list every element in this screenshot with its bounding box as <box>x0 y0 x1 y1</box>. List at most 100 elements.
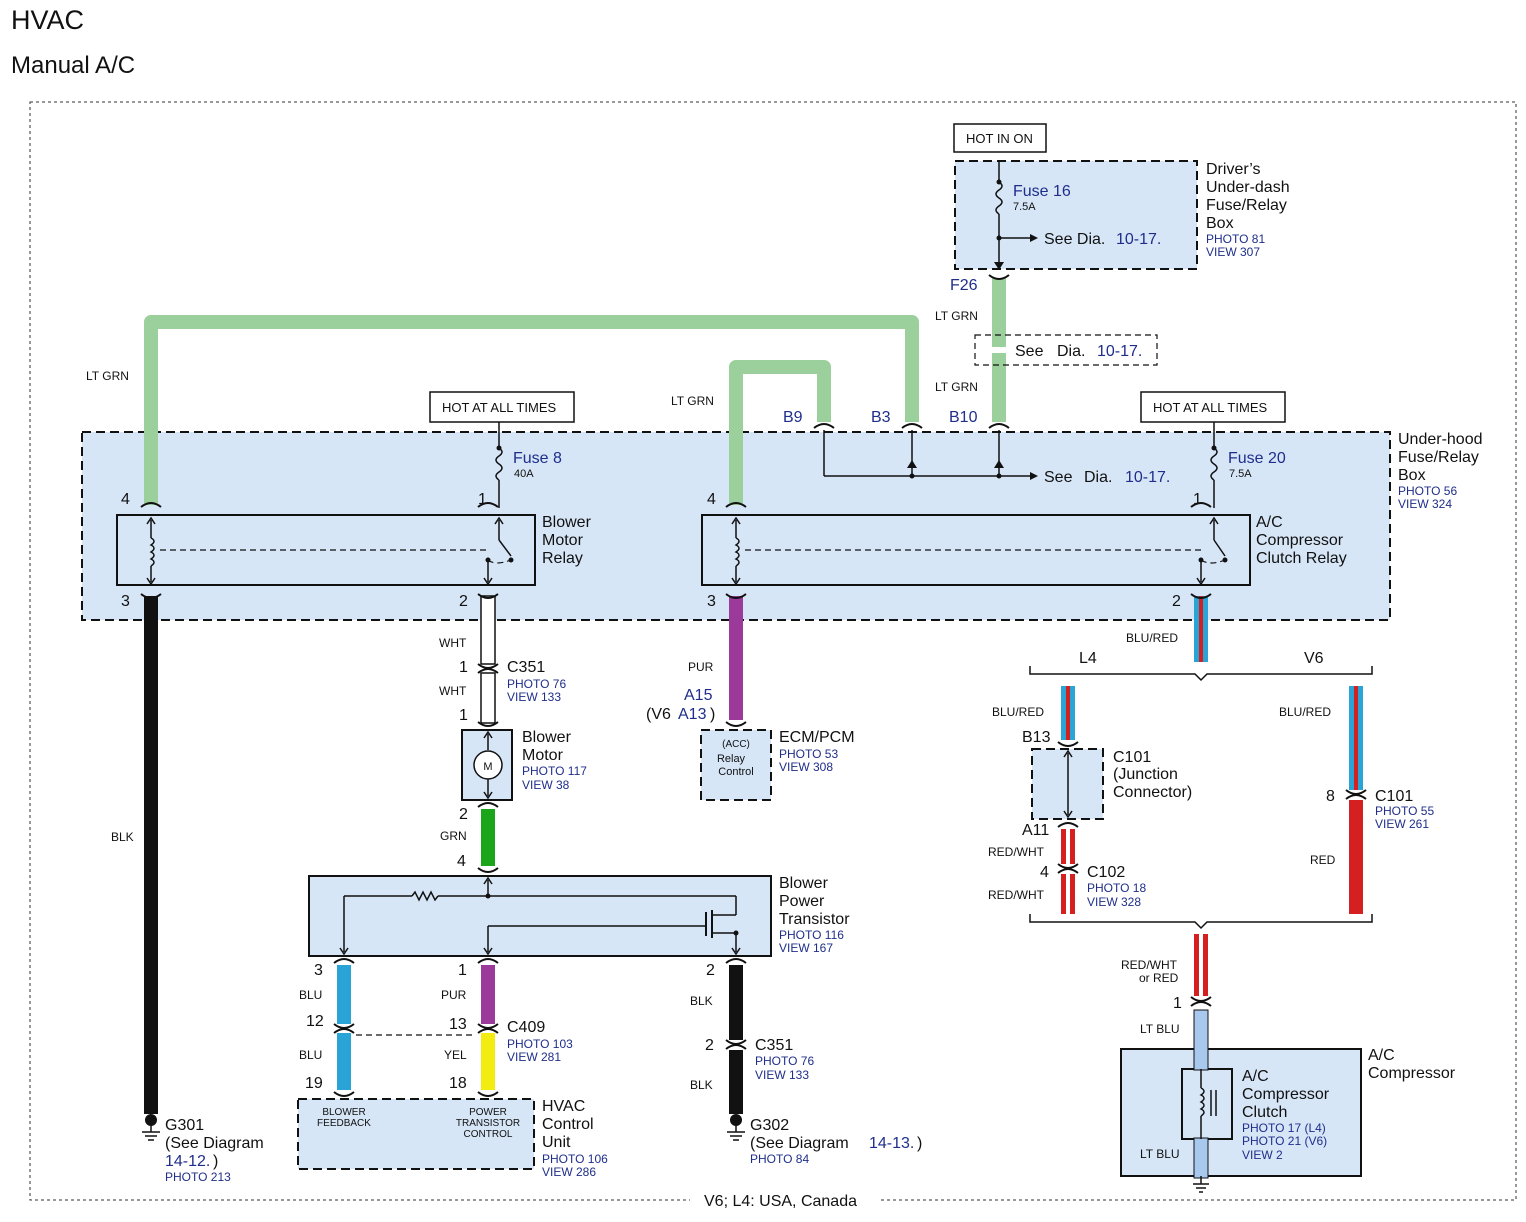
hot-at-all-times-label: HOT AT ALL TIMES <box>442 400 556 415</box>
blower-relay-coil <box>146 516 514 586</box>
variant-bracket <box>1029 914 1373 930</box>
svg-text:PUR: PUR <box>441 988 467 1002</box>
svg-text:GRN: GRN <box>440 829 467 843</box>
svg-text:PHOTO 55: PHOTO 55 <box>1375 804 1434 818</box>
svg-text:2: 2 <box>706 962 715 979</box>
svg-text:Control: Control <box>718 766 753 778</box>
svg-text:BLOWER: BLOWER <box>322 1107 365 1118</box>
svg-text:HVAC: HVAC <box>542 1098 585 1115</box>
see-dia-link[interactable]: 10-17. <box>1116 231 1161 248</box>
see-diagram-link[interactable]: 14-13. <box>869 1135 914 1152</box>
ac-compressor-clutch <box>1181 1068 1233 1140</box>
svg-text:A11: A11 <box>1022 822 1049 839</box>
svg-text:TRANSISTOR: TRANSISTOR <box>456 1118 520 1129</box>
svg-text:WHT: WHT <box>439 636 467 650</box>
svg-text:BLK: BLK <box>690 994 713 1008</box>
see-dia-link[interactable]: 10-17. <box>1125 469 1170 486</box>
variant-bracket <box>1029 666 1373 682</box>
svg-text:PHOTO 18: PHOTO 18 <box>1087 881 1146 895</box>
see-diagram-link[interactable]: 14-12. <box>165 1153 210 1170</box>
svg-text:VIEW 167: VIEW 167 <box>779 941 833 955</box>
ac-relay-coil <box>731 516 1228 586</box>
svg-text:19: 19 <box>305 1075 323 1092</box>
see-dia-link[interactable]: 10-17. <box>1097 343 1142 360</box>
svg-text:See Dia.: See Dia. <box>1044 231 1105 248</box>
c351-connector-label: C351 <box>507 659 545 676</box>
svg-text:1: 1 <box>1173 995 1182 1012</box>
svg-text:LT GRN: LT GRN <box>935 309 978 323</box>
svg-text:13: 13 <box>449 1016 467 1033</box>
transistor-circuit <box>339 876 741 956</box>
b-terminal-bus <box>823 430 1038 480</box>
svg-text:RED: RED <box>1310 853 1336 867</box>
svg-text:4: 4 <box>121 491 130 508</box>
svg-text:3: 3 <box>121 593 130 610</box>
svg-text:Compressor: Compressor <box>1242 1086 1330 1103</box>
wire-blu-red <box>1061 596 1363 790</box>
svg-text:Box: Box <box>1206 215 1234 232</box>
page-title: HVAC <box>11 5 84 35</box>
motor-symbol <box>473 730 503 800</box>
svg-text:1: 1 <box>458 962 467 979</box>
svg-text:VIEW 38: VIEW 38 <box>522 778 570 792</box>
svg-text:Connector): Connector) <box>1113 784 1192 801</box>
wire-lt-grn-loop <box>144 315 919 505</box>
ground-icon <box>727 1114 745 1141</box>
svg-text:Fuse/Relay: Fuse/Relay <box>1398 449 1479 466</box>
svg-text:VIEW 328: VIEW 328 <box>1087 895 1141 909</box>
hot-at-all-times-label: HOT AT ALL TIMES <box>1153 400 1267 415</box>
wire-wht <box>480 595 496 665</box>
svg-text:Under-hood: Under-hood <box>1398 431 1483 448</box>
svg-text:Under-dash: Under-dash <box>1206 179 1290 196</box>
svg-text:PHOTO 81: PHOTO 81 <box>1206 232 1265 246</box>
c101-connector-label: C101 <box>1375 788 1413 805</box>
f26-pin: F26 <box>950 277 978 294</box>
ground-icon <box>142 1114 160 1141</box>
svg-text:VIEW 133: VIEW 133 <box>755 1068 809 1082</box>
clutch-coil <box>1199 1069 1217 1139</box>
svg-text:A/C: A/C <box>1368 1047 1395 1064</box>
svg-text:1: 1 <box>478 491 487 508</box>
svg-text:VIEW 2: VIEW 2 <box>1242 1148 1283 1162</box>
svg-text:Unit: Unit <box>542 1134 571 1151</box>
svg-text:PHOTO 56: PHOTO 56 <box>1398 484 1457 498</box>
svg-text:Motor: Motor <box>522 747 564 764</box>
svg-text:2: 2 <box>1172 593 1181 610</box>
svg-text:Dia.: Dia. <box>1057 343 1085 360</box>
svg-text:or RED: or RED <box>1139 971 1179 985</box>
svg-text:WHT: WHT <box>439 684 467 698</box>
svg-text:3: 3 <box>314 962 323 979</box>
c102-connector-label: C102 <box>1087 864 1125 881</box>
fuse-8-label: Fuse 8 <box>513 450 562 467</box>
wire-red-wht <box>1061 829 1208 996</box>
svg-text:Driver’s: Driver’s <box>1206 161 1261 178</box>
svg-text:PHOTO 76: PHOTO 76 <box>755 1054 814 1068</box>
svg-text:2: 2 <box>459 593 468 610</box>
blower-power-transistor <box>308 875 772 957</box>
svg-text:7.5A: 7.5A <box>1013 201 1036 213</box>
svg-text:2: 2 <box>705 1037 714 1054</box>
svg-text:A15: A15 <box>684 687 713 704</box>
svg-text:4: 4 <box>457 853 466 870</box>
svg-text:PHOTO 117: PHOTO 117 <box>522 764 587 778</box>
svg-text:1: 1 <box>459 707 468 724</box>
fuse-8 <box>495 422 503 508</box>
svg-text:BLU/RED: BLU/RED <box>992 705 1044 719</box>
svg-text:CONTROL: CONTROL <box>464 1129 513 1140</box>
ecm-pcm-label: ECM/PCM <box>779 729 855 746</box>
svg-text:): ) <box>917 1135 922 1152</box>
svg-text:Relay: Relay <box>542 550 583 567</box>
svg-text:LT BLU: LT BLU <box>1140 1147 1180 1161</box>
connector-marks <box>140 274 1367 1097</box>
svg-text:PHOTO 103: PHOTO 103 <box>507 1037 573 1051</box>
svg-text:3: 3 <box>707 593 716 610</box>
fuse-16 <box>994 160 1038 270</box>
svg-text:40A: 40A <box>514 468 534 480</box>
svg-text:POWER: POWER <box>469 1107 507 1118</box>
svg-text:): ) <box>213 1153 218 1170</box>
svg-text:PHOTO 17 (L4): PHOTO 17 (L4) <box>1242 1121 1326 1135</box>
svg-text:Clutch Relay: Clutch Relay <box>1256 550 1347 567</box>
svg-text:(Junction: (Junction <box>1113 766 1178 783</box>
b9-pin: B9 <box>783 409 803 426</box>
